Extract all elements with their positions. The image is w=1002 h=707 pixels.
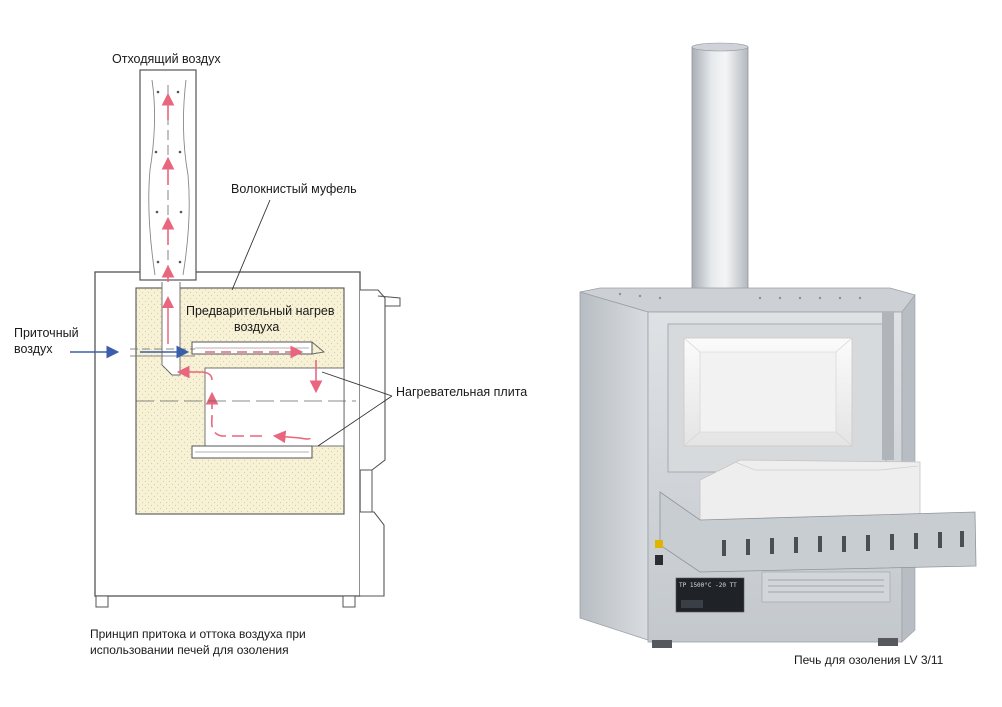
- label-supply-air-2: воздух: [14, 342, 53, 356]
- photo-door-block: [699, 459, 921, 526]
- label-exhaust-air: Отходящий воздух: [112, 52, 221, 66]
- diagram-caption-2: использовании печей для озоления: [90, 643, 289, 657]
- label-air-preheat-1: Предварительный нагрев: [186, 304, 335, 318]
- label-fiber-muffle: Волокнистый муфель: [231, 182, 357, 196]
- furnace-foot-left: [95, 595, 109, 608]
- diagram-caption-1: Принцип притока и оттока воздуха при: [90, 627, 306, 641]
- label-air-preheat-2: воздуха: [234, 320, 280, 334]
- photo-caption: Печь для озоления LV 3/11: [794, 653, 944, 667]
- furnace-foot-right: [342, 595, 356, 608]
- photo-chimney: [691, 46, 749, 306]
- controller-display-text: TP 1500°C -20 TT: [679, 582, 737, 589]
- label-supply-air-1: Приточный: [14, 326, 79, 340]
- label-heating-plate: Нагревательная плита: [396, 385, 528, 399]
